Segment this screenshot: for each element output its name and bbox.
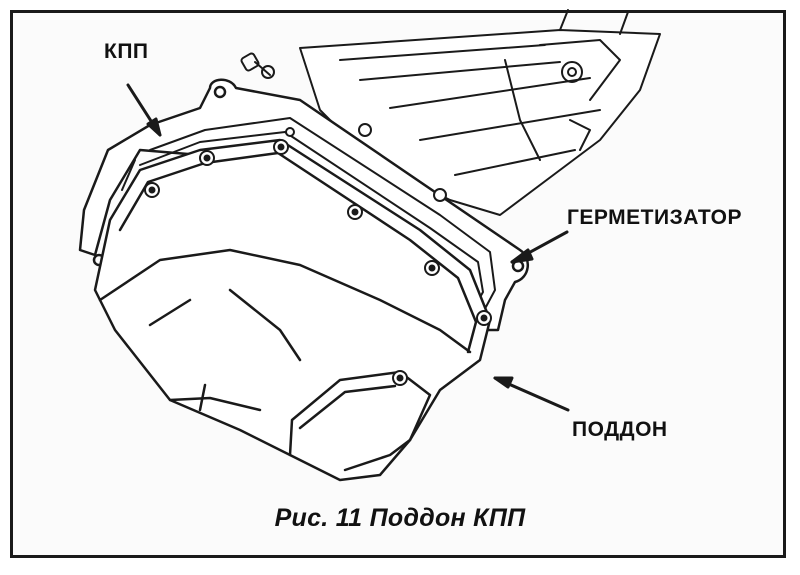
label-sealant: ГЕРМЕТИЗАТОР	[567, 206, 742, 229]
oil-pan	[93, 138, 492, 482]
label-oil-pan: ПОДДОН	[572, 418, 668, 441]
callout-arrows	[126, 83, 570, 412]
pan-bolts	[144, 123, 492, 386]
label-transmission: КПП	[104, 40, 149, 63]
figure-caption: Рис. 11 Поддон КПП	[274, 504, 526, 532]
vent-fitting	[240, 52, 275, 79]
sealant-bead	[121, 117, 496, 319]
